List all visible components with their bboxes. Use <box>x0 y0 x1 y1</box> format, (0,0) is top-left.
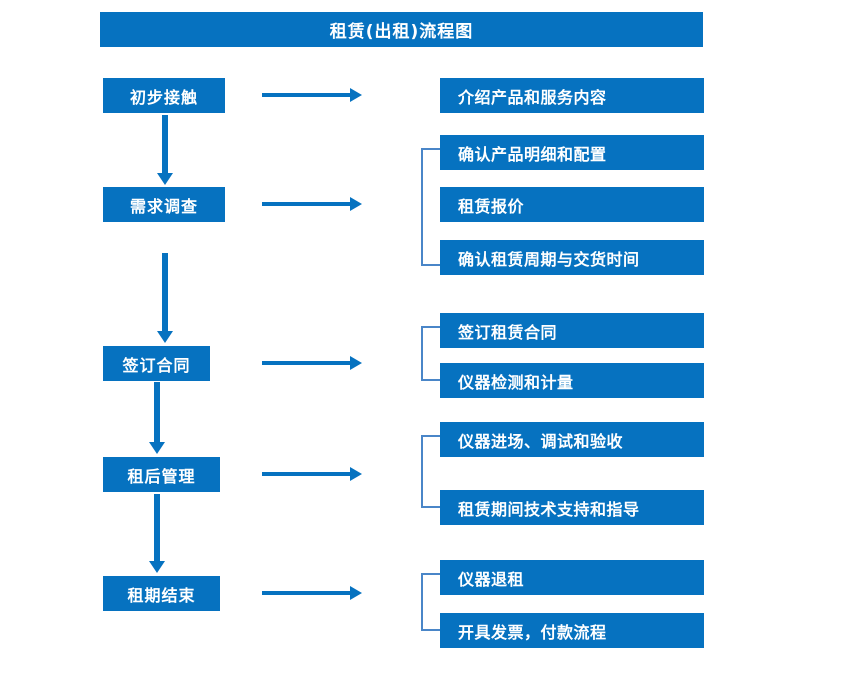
detail-box-3[interactable]: 租赁报价 <box>440 187 704 222</box>
arrow-down-icon-3 <box>149 382 165 454</box>
arrow-right-icon-5 <box>262 586 362 600</box>
arrow-down-icon-4 <box>149 494 165 573</box>
detail-box-7[interactable]: 仪器进场、调试和验收 <box>440 422 704 457</box>
detail-box-10[interactable]: 开具发票，付款流程 <box>440 613 704 648</box>
detail-box-6[interactable]: 仪器检测和计量 <box>440 363 704 398</box>
detail-box-2[interactable]: 确认产品明细和配置 <box>440 135 704 170</box>
group-bracket-4 <box>418 573 440 631</box>
detail-box-4[interactable]: 确认租赁周期与交货时间 <box>440 240 704 275</box>
group-bracket-1 <box>418 148 440 266</box>
arrow-right-icon-1 <box>262 88 362 102</box>
page-title: 租赁(出租)流程图 <box>100 12 703 47</box>
stage-box-4[interactable]: 租后管理 <box>103 457 220 492</box>
arrow-down-icon-1 <box>157 115 173 185</box>
detail-box-1[interactable]: 介绍产品和服务内容 <box>440 78 704 113</box>
arrow-right-icon-2 <box>262 197 362 211</box>
arrow-right-icon-3 <box>262 356 362 370</box>
stage-box-5[interactable]: 租期结束 <box>103 576 220 611</box>
stage-box-1[interactable]: 初步接触 <box>103 78 225 113</box>
detail-box-9[interactable]: 仪器退租 <box>440 560 704 595</box>
arrow-down-icon-2 <box>157 253 173 343</box>
arrow-right-icon-4 <box>262 467 362 481</box>
stage-box-2[interactable]: 需求调查 <box>103 187 225 222</box>
group-bracket-3 <box>418 435 440 508</box>
group-bracket-2 <box>418 326 440 381</box>
detail-box-8[interactable]: 租赁期间技术支持和指导 <box>440 490 704 525</box>
detail-box-5[interactable]: 签订租赁合同 <box>440 313 704 348</box>
stage-box-3[interactable]: 签订合同 <box>103 346 210 381</box>
